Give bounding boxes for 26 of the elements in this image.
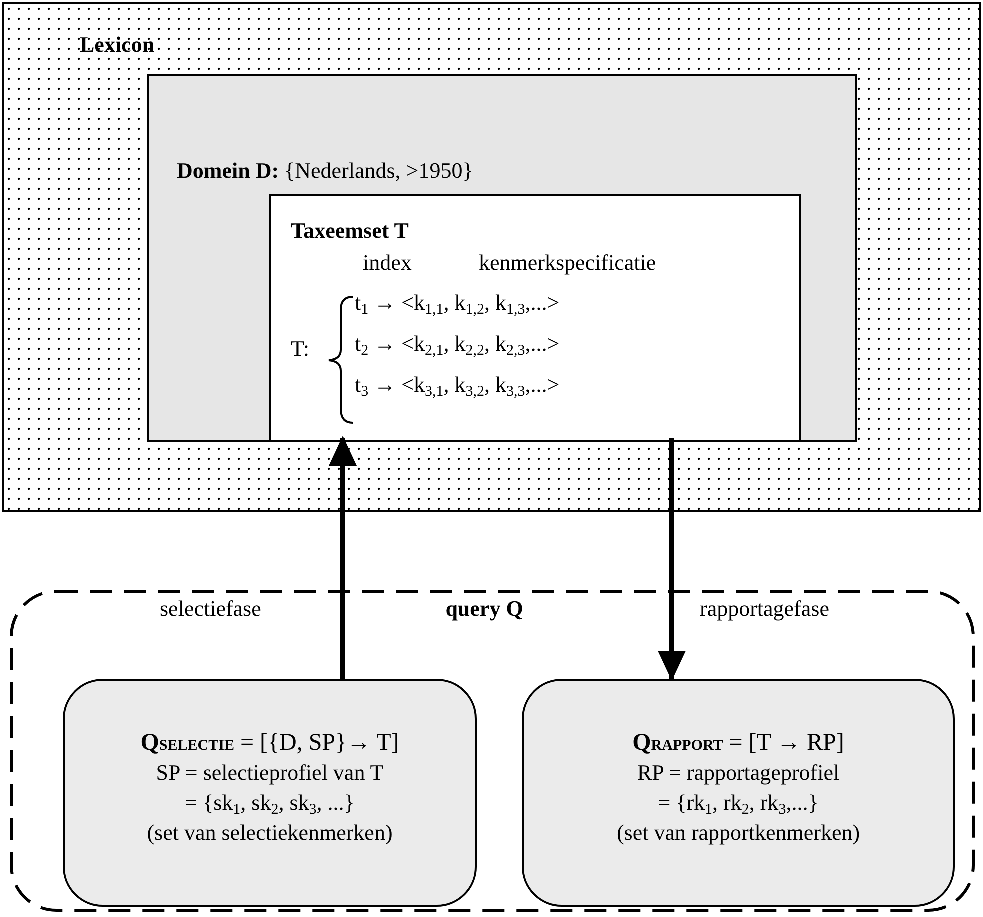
region-title: query Q	[446, 596, 524, 621]
edge-label: rapportagefase	[700, 596, 830, 621]
column-header: index	[363, 250, 412, 275]
mapping-row: t$_{2}$ → <k$_{2,1}$, k$_{2,2}$, k$_{2,3}$,...>	[355, 331, 560, 356]
region-title: Domein D: {Nederlands, >1950}	[177, 158, 474, 183]
set-label: T:	[291, 336, 310, 361]
formula-box	[63, 679, 477, 907]
query-region	[10, 590, 975, 912]
mapping-row: t$_{1}$ → <k$_{1,1}$, k$_{1,2}$, k$_{1,3}$,...>	[355, 290, 560, 315]
arrow	[658, 438, 686, 681]
lexicon-region	[2, 2, 981, 512]
formula-line: RP = rapportageprofiel	[637, 760, 840, 785]
domain-panel	[147, 74, 857, 442]
formula-line: = {sk$_{1}$, sk$_{2}$, sk$_{3}$, ...}	[185, 790, 355, 815]
formula-line: SP = selectieprofiel van T	[156, 760, 384, 785]
edge-label: selectiefase	[160, 596, 262, 621]
region-title: Lexicon	[80, 32, 155, 57]
formula-line: (set van selectiekenmerken)	[147, 820, 393, 845]
formula-line: = {rk$_{1}$, rk$_{2}$, rk$_{3}$,...}	[658, 790, 819, 815]
formula-box	[522, 679, 955, 907]
taxeme-set-box	[269, 194, 801, 442]
mapping-row: t$_{3}$ → <k$_{3,1}$, k$_{3,2}$, k$_{3,3}$,...>	[355, 372, 560, 397]
box-title: Taxeemset T	[291, 218, 409, 243]
arrow	[329, 436, 357, 679]
formula-line: (set van rapportkenmerken)	[616, 820, 860, 845]
column-header: kenmerkspecificatie	[479, 250, 656, 275]
